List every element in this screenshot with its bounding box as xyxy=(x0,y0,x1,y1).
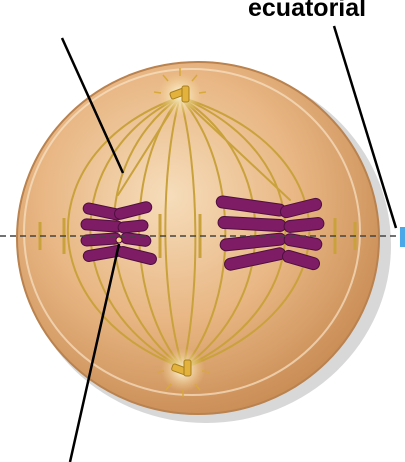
blue-marker xyxy=(400,227,405,247)
equator-label: ecuatorial xyxy=(248,0,366,22)
